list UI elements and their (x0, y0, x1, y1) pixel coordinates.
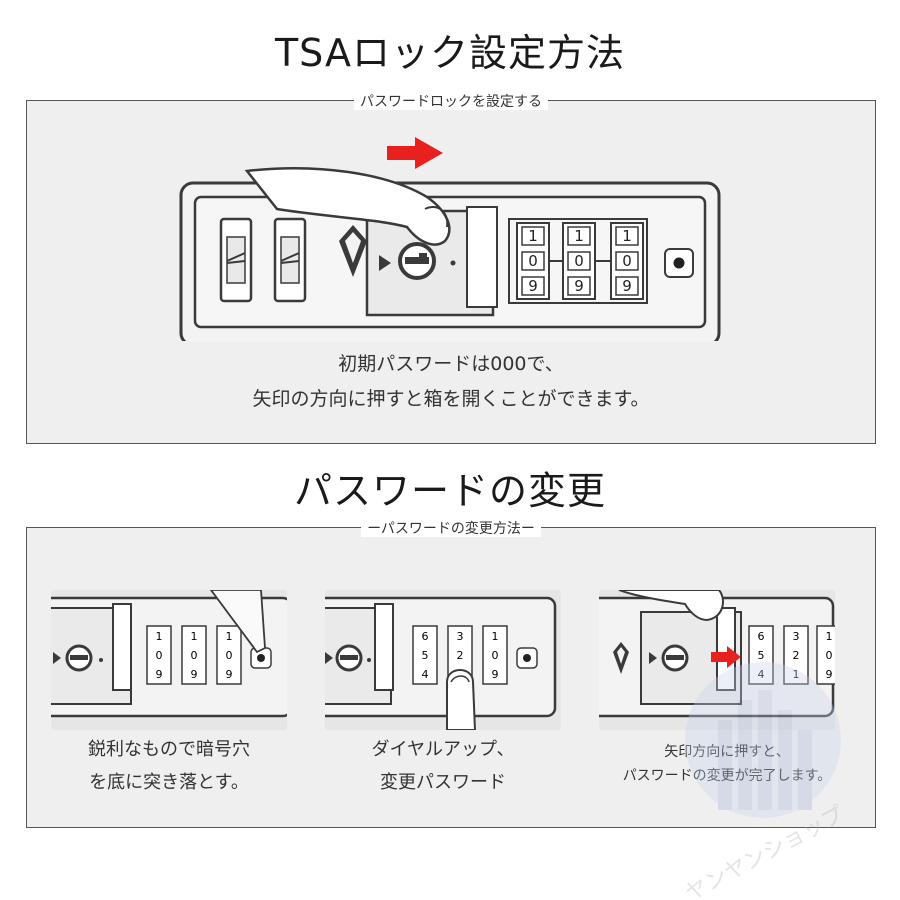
svg-text:4: 4 (422, 668, 429, 681)
svg-text:0: 0 (622, 252, 632, 270)
hand-pointer-icon (244, 167, 451, 246)
setup-caption-line2: 矢印の方向に押すと箱を開くことができます。 (252, 388, 650, 410)
reset-hole-icon (664, 248, 694, 278)
step2-illustration: 6 5 4 3 2 1 0 9 (325, 590, 561, 730)
step1-caption-line2: を底に突き落とす。 (89, 772, 249, 793)
svg-text:2: 2 (793, 649, 800, 662)
section1-title: TSAロック設定方法 (274, 31, 626, 75)
arrow-right-icon (711, 646, 741, 668)
svg-text:0: 0 (826, 649, 833, 662)
step2-caption-line1: ダイヤルアップ、 (371, 739, 515, 760)
combination-dials: 1 0 9 1 0 9 1 0 9 (508, 218, 648, 304)
svg-text:9: 9 (574, 277, 584, 295)
arrow-right-icon (387, 137, 443, 169)
svg-text:0: 0 (156, 649, 163, 662)
step3-caption: 矢印方向に押すと、 パスワードの変更が完了します。 (587, 740, 867, 788)
section2-title: パスワードの変更 (293, 469, 606, 513)
svg-text:9: 9 (191, 668, 198, 681)
pin-tool-icon (209, 590, 266, 654)
step2-caption-line2: 変更パスワード (380, 772, 506, 793)
step2-caption: ダイヤルアップ、 変更パスワード (313, 733, 573, 799)
setup-caption: 初期パスワードは000で、 矢印の方向に押すと箱を開くことができます。 (27, 347, 875, 417)
svg-text:0: 0 (191, 649, 198, 662)
svg-text:1: 1 (492, 630, 499, 643)
diamond-logo-icon (339, 225, 367, 277)
svg-text:6: 6 (758, 630, 765, 643)
svg-text:0: 0 (528, 252, 538, 270)
step1-caption: 鋭利なもので暗号穴 を底に突き落とす。 (39, 733, 299, 799)
svg-text:4: 4 (758, 668, 765, 681)
svg-text:1: 1 (156, 630, 163, 643)
tsa-lock-illustration: 1 0 9 1 0 9 1 0 9 (179, 137, 721, 341)
svg-text:1: 1 (528, 227, 538, 245)
step3-illustration: 6 5 4 3 2 1 1 0 9 (599, 590, 835, 730)
svg-text:1: 1 (574, 227, 584, 245)
svg-text:9: 9 (226, 668, 233, 681)
svg-text:1: 1 (191, 630, 198, 643)
svg-text:5: 5 (758, 649, 765, 662)
svg-text:6: 6 (422, 630, 429, 643)
lock-setup-panel: パスワードロックを設定する (26, 94, 876, 444)
svg-text:9: 9 (528, 277, 538, 295)
svg-text:0: 0 (574, 252, 584, 270)
svg-text:9: 9 (492, 668, 499, 681)
panel-label: パスワードロックを設定する (27, 91, 875, 111)
panel-label-text: パスワードロックを設定する (354, 94, 548, 110)
svg-text:1: 1 (622, 227, 632, 245)
svg-text:3: 3 (457, 630, 464, 643)
svg-text:1: 1 (226, 630, 233, 643)
svg-text:1: 1 (793, 668, 800, 681)
panel-label: ーパスワードの変更方法ー (27, 518, 875, 538)
svg-text:1: 1 (826, 630, 833, 643)
svg-text:3: 3 (793, 630, 800, 643)
step1-illustration: 1 0 9 1 0 9 1 0 9 (51, 590, 287, 730)
svg-text:2: 2 (457, 649, 464, 662)
setup-caption-line1: 初期パスワードは000で、 (338, 353, 564, 375)
hand-pointer-icon (446, 669, 477, 730)
hand-pointer-icon (618, 590, 724, 622)
step3-caption-line1: 矢印方向に押すと、 (664, 744, 790, 760)
svg-text:9: 9 (622, 277, 632, 295)
step1-caption-line1: 鋭利なもので暗号穴 (88, 739, 250, 760)
panel-label-text: ーパスワードの変更方法ー (361, 521, 541, 537)
keyhole-icon (398, 242, 436, 280)
svg-text:0: 0 (492, 649, 499, 662)
svg-text:5: 5 (422, 649, 429, 662)
svg-text:9: 9 (156, 668, 163, 681)
password-change-panel: ーパスワードの変更方法ー 1 0 9 1 0 9 1 0 9 (26, 521, 876, 828)
svg-text:0: 0 (226, 649, 233, 662)
svg-text:9: 9 (826, 668, 833, 681)
step3-caption-line2: パスワードの変更が完了します。 (622, 768, 832, 784)
